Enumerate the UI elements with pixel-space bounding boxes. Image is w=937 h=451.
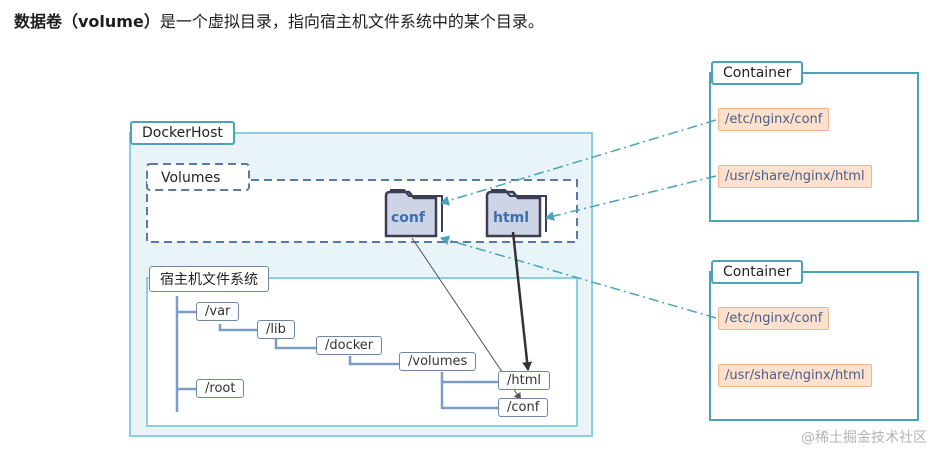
dockerhost-label: DockerHost [130,121,235,145]
tree-node-volumes: /volumes [399,352,477,371]
host-fs-label: 宿主机文件系统 [149,266,269,292]
folder-html-icon [485,189,547,238]
tree-node-conf: /conf [498,398,549,417]
container-2-label: Container [711,260,804,284]
arrow-html-volume [511,231,533,371]
container-2-path-html: /usr/share/nginx/html [718,364,872,387]
tree-node-var: /var [196,302,240,321]
folder-html-label: html [493,210,530,226]
container-2-box [709,271,919,421]
folder-conf-icon [384,189,443,238]
container-1-path-html: /usr/share/nginx/html [718,165,872,188]
container-2-path-conf: /etc/nginx/conf [718,307,830,330]
container-1-box [709,72,919,222]
volumes-label: Volumes [161,170,221,186]
arrow-c2-conf [440,235,717,319]
volumes-tab-outline [146,163,250,191]
folder-conf-label: conf [391,210,425,226]
fs-tree-lines [175,296,498,412]
container-1-path-conf: /etc/nginx/conf [718,108,830,131]
tree-node-root: /root [196,379,245,398]
tree-node-lib: /lib [257,320,295,339]
heading-bold: 数据卷（volume） [14,12,160,31]
tree-node-html: /html [498,371,550,390]
arrow-c1-html [545,175,717,221]
arrow-c1-conf [440,119,717,206]
container-1-label: Container [711,61,804,85]
tree-node-docker: /docker [316,336,383,355]
heading-rest: 是一个虚拟目录，指向宿主机文件系统中的某个目录。 [159,12,544,31]
page-heading: 数据卷（volume）是一个虚拟目录，指向宿主机文件系统中的某个目录。 [14,8,544,32]
watermark: @稀土掘金技术社区 [801,430,927,446]
